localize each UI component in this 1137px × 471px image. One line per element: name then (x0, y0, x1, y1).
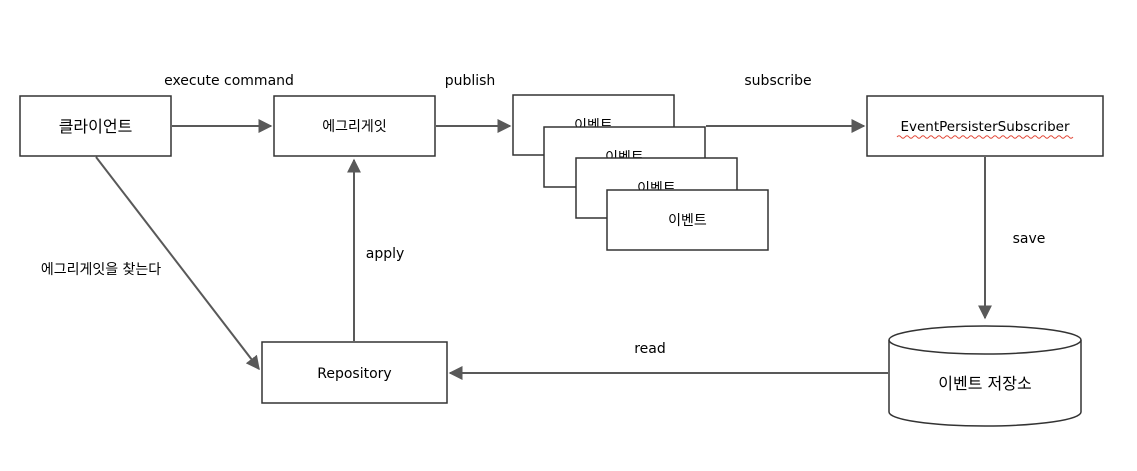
subscriber-node: EventPersisterSubscriber (866, 95, 1104, 157)
repository-label: Repository (317, 366, 391, 382)
save-label: save (1013, 231, 1046, 247)
aggregate-label: 에그리게잇 (322, 119, 386, 135)
client-node: 클라이언트 (19, 95, 172, 157)
execute-command-label: execute command (164, 73, 294, 89)
event-label-4: 이벤트 (668, 213, 707, 229)
spellcheck-underline (896, 135, 1074, 139)
aggregate-node: 에그리게잇 (273, 95, 436, 157)
publish-label: publish (445, 73, 496, 89)
client-label: 클라이언트 (59, 117, 133, 136)
event-store-label: 이벤트 저장소 (938, 374, 1031, 393)
edge-find-aggregate (95, 156, 260, 371)
subscriber-label: EventPersisterSubscriber (900, 119, 1069, 135)
event-node-4: 이벤트 (606, 189, 769, 251)
find-aggregate-label: 에그리게잇을 찾는다 (41, 262, 161, 278)
event-store-node: 이벤트 저장소 (888, 325, 1082, 427)
read-label: read (634, 341, 666, 357)
repository-node: Repository (261, 341, 448, 404)
apply-label: apply (366, 246, 405, 262)
subscribe-label: subscribe (744, 73, 811, 89)
